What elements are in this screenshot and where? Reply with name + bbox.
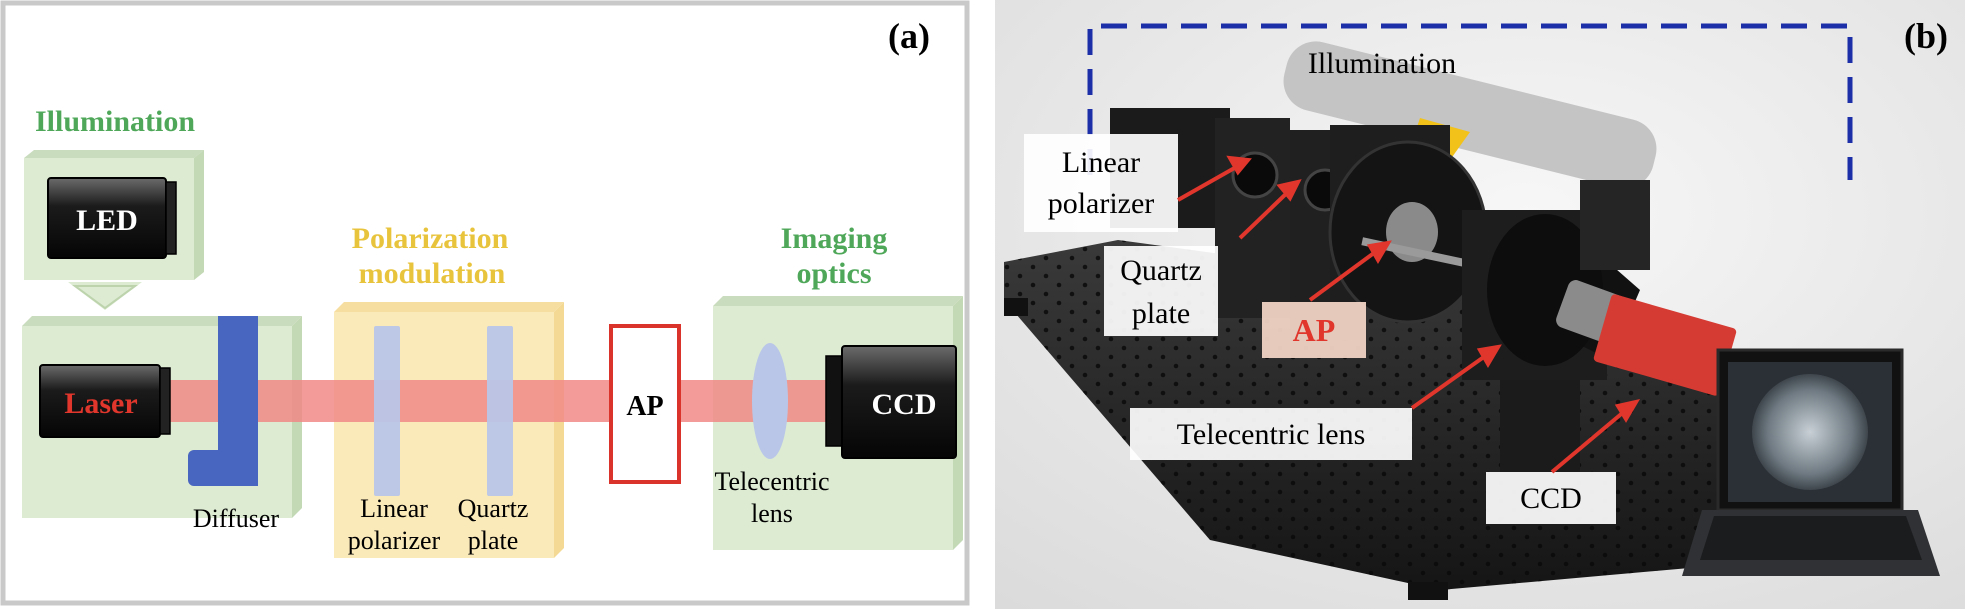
led-device-cap xyxy=(165,181,177,255)
arrow-ccd xyxy=(1550,408,1628,474)
table-foot-left xyxy=(1004,298,1028,316)
telecentric-lens-label-line1: Telecentric xyxy=(714,467,829,496)
red-arrows xyxy=(1177,155,1641,474)
arrow-ap-head xyxy=(1366,240,1392,264)
linear-polarizer-label-line1: Linear xyxy=(360,494,428,523)
quartz-plate-label-box xyxy=(1104,246,1218,336)
diffuser-handle xyxy=(188,450,234,486)
photo-ccd-label: CCD xyxy=(1520,482,1582,515)
led-arrow-icon xyxy=(68,282,142,310)
polarization-box-top xyxy=(334,302,564,312)
illumination-dashed-box xyxy=(1087,23,1853,180)
polarization-group-label-line2: modulation xyxy=(359,257,506,290)
diffuser-label: Diffuser xyxy=(193,504,280,533)
laser-label: Laser xyxy=(64,387,137,420)
lower-mount xyxy=(1500,380,1580,480)
camera-back-mount xyxy=(1580,180,1650,270)
panel-b: Illumination (b) Linear polarizer Quartz… xyxy=(995,0,1965,609)
led-box-top xyxy=(24,150,204,158)
illumination-tube xyxy=(1283,41,1657,189)
linear-polarizer-plate xyxy=(374,326,400,496)
arrow-telecentric-head xyxy=(1476,344,1502,368)
photo-linear-label-line1: Linear xyxy=(1062,146,1140,179)
laser-box-top xyxy=(22,316,302,326)
laser-device-cap xyxy=(159,367,171,435)
polarization-group-label-line1: Polarization xyxy=(352,222,509,255)
photo-linear-label-line2: polarizer xyxy=(1048,187,1155,220)
ccd-camera xyxy=(1593,294,1737,396)
telecentric-lens-label-line2: lens xyxy=(751,499,793,528)
panel-a: (a) Illumination LED Polarization modula… xyxy=(0,0,970,606)
table-foot-right xyxy=(1408,582,1448,600)
ccd-label: CCD xyxy=(872,388,937,421)
led-label: LED xyxy=(76,204,138,237)
illumination-group-label: Illumination xyxy=(35,105,195,138)
photo-ap-label: AP xyxy=(1293,312,1336,348)
ap-photo-label-box xyxy=(1262,302,1366,358)
quartz-plate-label-line1: Quartz xyxy=(458,494,529,523)
arrow-ap xyxy=(1308,248,1380,302)
photo-telecentric-label: Telecentric lens xyxy=(1177,418,1366,451)
photo-quartz-label-line1: Quartz xyxy=(1120,254,1202,287)
arrow-linear-polarizer-head xyxy=(1226,155,1252,176)
ap-label: AP xyxy=(626,391,663,422)
panel-b-tag: (b) xyxy=(1904,16,1948,56)
telecentric-lens-optic xyxy=(752,343,788,459)
linear-polarizer-label-line2: polarizer xyxy=(348,526,441,555)
imaging-group-label-line2: optics xyxy=(797,257,872,290)
telecentric-photo-label-box xyxy=(1130,408,1412,460)
arrow-quartz-plate-head xyxy=(1276,179,1302,202)
quartz-plate-label-line2: plate xyxy=(468,526,519,555)
quartz-plate-plate xyxy=(487,326,513,496)
optical-table-holes xyxy=(1004,240,1900,590)
arrow-quartz-plate xyxy=(1238,188,1292,240)
ccd-photo-label-box xyxy=(1486,472,1616,524)
photo-quartz-label-line2: plate xyxy=(1132,297,1190,330)
polarizer-mount xyxy=(1215,118,1290,318)
polarization-box-side xyxy=(554,302,564,558)
laptop-display-image xyxy=(1752,374,1868,490)
arrow-ccd-head xyxy=(1614,399,1641,423)
polarization-box xyxy=(334,312,554,558)
illumination-photo-label: Illumination xyxy=(1308,47,1456,80)
led-arrow-shade xyxy=(71,285,139,310)
linear-polarizer-label-box xyxy=(1024,134,1178,232)
arrow-telecentric xyxy=(1410,352,1490,410)
ap-sample xyxy=(609,324,681,484)
imaging-group-label-line1: Imaging xyxy=(781,222,888,255)
led-box-side xyxy=(194,150,204,280)
ccd-device xyxy=(841,345,957,459)
panel-a-tag: (a) xyxy=(888,16,930,56)
imaging-box-top xyxy=(713,296,963,306)
arrow-linear-polarizer xyxy=(1177,164,1239,202)
laptop-keys xyxy=(1700,516,1922,560)
